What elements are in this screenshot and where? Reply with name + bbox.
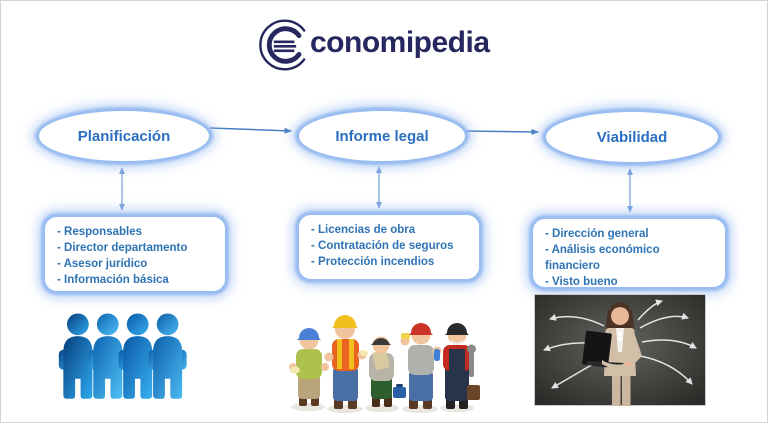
brand-wordmark: conomipedia	[310, 26, 490, 59]
worker-black-cap	[443, 323, 480, 409]
list-item: - Visto bueno	[545, 276, 618, 288]
list-item: - Director departamento	[57, 242, 188, 254]
arrow-informe-to-viabilidad	[464, 128, 539, 135]
puzzle-person-1	[58, 313, 93, 399]
list-item: - Responsables	[57, 226, 142, 238]
list-item: - Contratación de seguros	[311, 240, 454, 252]
viabilidad-detail-box: - Dirección general - Análisis económico…	[531, 217, 727, 289]
planificacion-detail-list: - Responsables - Director departamento -…	[57, 224, 215, 288]
businesswoman-with-laptop	[534, 294, 706, 406]
worker-red-cap	[400, 323, 442, 409]
node-informe-legal-label: Informe legal	[335, 127, 429, 145]
list-item: - Análisis económico financiero	[545, 244, 660, 272]
list-item: - Asesor jurídico	[57, 258, 148, 270]
node-planificacion: Planificación	[37, 109, 211, 163]
worker-yellow-helmet	[324, 315, 368, 409]
worker-blue-cap	[289, 328, 329, 406]
puzzle-person-4	[148, 313, 187, 399]
construction-workers-figurines	[289, 315, 480, 413]
node-informe-legal: Informe legal	[297, 109, 467, 163]
planificacion-detail-box: - Responsables - Director departamento -…	[43, 215, 227, 293]
worker-grey-jacket	[369, 336, 406, 407]
list-item: - Dirección general	[545, 228, 649, 240]
puzzle-person-3	[118, 313, 153, 399]
informe-legal-detail-box: - Licencias de obra - Contratación de se…	[297, 213, 481, 281]
list-item: - Información básica	[57, 274, 169, 286]
list-item: - Protección incendios	[311, 256, 435, 268]
puzzle-team-illustration	[58, 313, 187, 399]
list-item: - Licencias de obra	[311, 224, 416, 236]
node-viabilidad-label: Viabilidad	[596, 128, 668, 146]
informe-legal-detail-list: - Licencias de obra - Contratación de se…	[311, 222, 469, 270]
arrow-planificacion-to-informe	[209, 127, 292, 134]
node-planificacion-label: Planificación	[77, 127, 171, 145]
woman-figure	[582, 302, 642, 406]
viabilidad-detail-list: - Dirección general - Análisis económico…	[545, 226, 715, 290]
node-viabilidad: Viabilidad	[544, 110, 720, 164]
puzzle-person-2	[88, 313, 123, 399]
economipedia-e-logo-icon	[259, 19, 306, 71]
